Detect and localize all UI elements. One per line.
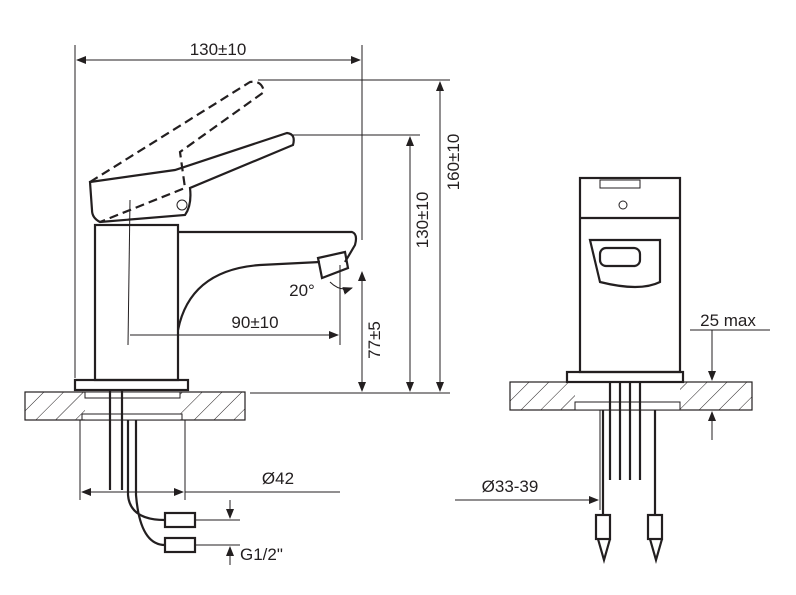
side-view: 130±10 160±10 130±10 77±5 90±10 20° Ø42 … (24, 40, 463, 565)
handle-screw (618, 200, 628, 210)
spout-height-label: 77±5 (365, 321, 384, 359)
mounting-nut (574, 401, 681, 411)
width-label: 130±10 (190, 40, 247, 59)
base-plate-front (565, 370, 685, 384)
handle (88, 131, 295, 224)
hose-fitting (163, 536, 197, 554)
spout-reach-label: 90±10 (231, 313, 278, 332)
body-axis (127, 199, 131, 346)
mounting-washer (84, 391, 181, 399)
handle-height-label: 130±10 (413, 192, 432, 249)
faucet-body-front (578, 176, 682, 374)
angle-label: 20° (289, 281, 315, 300)
spout (176, 230, 358, 331)
max-thickness-label: 25 max (700, 311, 756, 330)
base-plate (73, 378, 190, 392)
angle-arc (329, 281, 353, 295)
base-diameter-label: Ø42 (262, 469, 294, 488)
flex-hoses (126, 420, 166, 547)
connection-label: G1/2" (240, 545, 283, 564)
aerator-front (598, 246, 642, 268)
front-view: Ø33-39 25 max (455, 176, 770, 565)
spout-front (588, 238, 662, 289)
handle-raised-dashed (89, 80, 266, 224)
hose-fitting (646, 513, 664, 541)
hose-fitting (163, 511, 197, 529)
mounting-gap (85, 392, 180, 420)
hose-fitting (594, 513, 612, 541)
flex-hoses-front (601, 410, 657, 515)
aerator (316, 250, 350, 280)
total-height-label: 160±10 (444, 134, 463, 191)
handle-top (599, 179, 641, 189)
mounting-nut (81, 413, 183, 421)
hole-diameter-label: Ø33-39 (482, 477, 539, 496)
faucet-body (93, 223, 180, 382)
handle-pivot (176, 199, 188, 211)
